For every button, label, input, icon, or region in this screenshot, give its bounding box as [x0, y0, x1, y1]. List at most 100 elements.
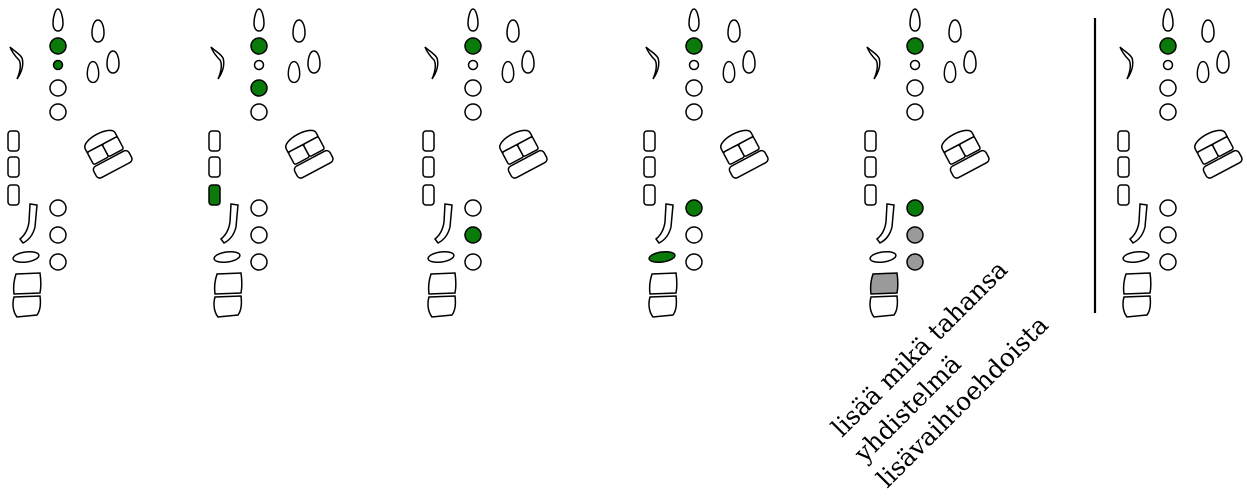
- upper-ring-hole: [685, 79, 703, 97]
- foot-key: [12, 272, 42, 295]
- lower-ring-hole: [464, 253, 482, 271]
- table-key: [728, 149, 769, 179]
- lower-ring-hole: [906, 226, 924, 244]
- table-key: [102, 136, 124, 157]
- octave-hole: [250, 37, 268, 55]
- small-hole: [688, 59, 700, 71]
- table-key: [1194, 129, 1229, 154]
- pinky-key: [648, 250, 676, 264]
- small-hole: [909, 59, 921, 71]
- table-key: [738, 136, 760, 157]
- lower-ring-hole: [250, 253, 268, 271]
- palm-key: [1216, 50, 1230, 74]
- fingering-5: [864, 8, 990, 318]
- thumb-key: [9, 46, 24, 80]
- palm-key: [501, 60, 515, 84]
- palm-key: [106, 50, 120, 74]
- foot-key: [427, 295, 457, 318]
- small-hole: [253, 59, 265, 71]
- side-key: [422, 156, 435, 178]
- palm-key: [86, 60, 100, 84]
- top-key: [467, 8, 479, 32]
- lever-key: [654, 203, 674, 244]
- upper-ring-hole: [464, 103, 482, 121]
- pinky-key: [1122, 250, 1150, 264]
- side-key: [864, 184, 877, 206]
- palm-key: [722, 60, 736, 84]
- side-key: [1117, 156, 1130, 178]
- table-key-cluster: [720, 129, 769, 179]
- table-key-cluster: [1194, 129, 1243, 179]
- table-key: [285, 129, 320, 154]
- lower-ring-hole: [906, 199, 924, 217]
- table-key-cluster: [285, 129, 334, 179]
- side-key: [7, 130, 20, 152]
- foot-key: [1122, 272, 1152, 295]
- side-key: [422, 184, 435, 206]
- side-key: [1117, 184, 1130, 206]
- top-key: [52, 8, 64, 32]
- fingering-3: [422, 8, 548, 318]
- table-key: [92, 149, 133, 179]
- table-key: [507, 149, 548, 179]
- foot-key: [648, 272, 678, 295]
- foot-key: [648, 295, 678, 318]
- upper-ring-hole: [906, 79, 924, 97]
- palm-key: [1201, 19, 1215, 43]
- palm-key: [727, 19, 741, 43]
- lower-ring-hole: [1159, 199, 1177, 217]
- octave-hole: [1159, 37, 1177, 55]
- side-key: [643, 156, 656, 178]
- upper-ring-hole: [464, 79, 482, 97]
- thumb-key: [866, 46, 881, 80]
- table-key: [84, 129, 119, 154]
- fingering-4: [643, 8, 769, 318]
- table-key-cluster: [941, 129, 990, 179]
- fingering-2: [208, 8, 334, 318]
- palm-key: [506, 19, 520, 43]
- lower-ring-hole: [685, 253, 703, 271]
- palm-key: [1196, 60, 1210, 84]
- side-key: [643, 130, 656, 152]
- top-key: [1162, 8, 1174, 32]
- palm-key: [287, 60, 301, 84]
- thumb-key: [424, 46, 439, 80]
- lower-ring-hole: [464, 199, 482, 217]
- table-key: [499, 129, 534, 154]
- palm-key: [948, 19, 962, 43]
- foot-key: [1122, 295, 1152, 318]
- palm-key: [307, 50, 321, 74]
- side-key: [7, 184, 20, 206]
- table-key: [941, 129, 976, 154]
- lever-key: [875, 203, 895, 244]
- side-key: [208, 156, 221, 178]
- foot-key: [213, 295, 243, 318]
- lower-ring-hole: [49, 199, 67, 217]
- lower-ring-hole: [49, 253, 67, 271]
- lower-ring-hole: [49, 226, 67, 244]
- top-key: [253, 8, 265, 32]
- pinky-key: [427, 250, 455, 264]
- lower-ring-hole: [1159, 226, 1177, 244]
- table-key: [1212, 136, 1234, 157]
- foot-key: [869, 272, 899, 295]
- side-key: [422, 130, 435, 152]
- thumb-key: [645, 46, 660, 80]
- foot-key: [869, 295, 899, 318]
- octave-hole: [685, 37, 703, 55]
- table-key: [1202, 149, 1243, 179]
- palm-key: [742, 50, 756, 74]
- upper-ring-hole: [685, 103, 703, 121]
- caption: lisää mikä tahansa yhdistelmä lisävaihto…: [826, 255, 1054, 493]
- upper-ring-hole: [250, 79, 268, 97]
- lever-key: [219, 203, 239, 244]
- palm-key: [963, 50, 977, 74]
- upper-ring-hole: [49, 103, 67, 121]
- fingering-diagrams: [7, 8, 1243, 318]
- small-hole: [467, 59, 479, 71]
- pinky-key: [12, 250, 40, 264]
- side-key: [864, 130, 877, 152]
- lower-ring-hole: [685, 199, 703, 217]
- table-key: [720, 129, 755, 154]
